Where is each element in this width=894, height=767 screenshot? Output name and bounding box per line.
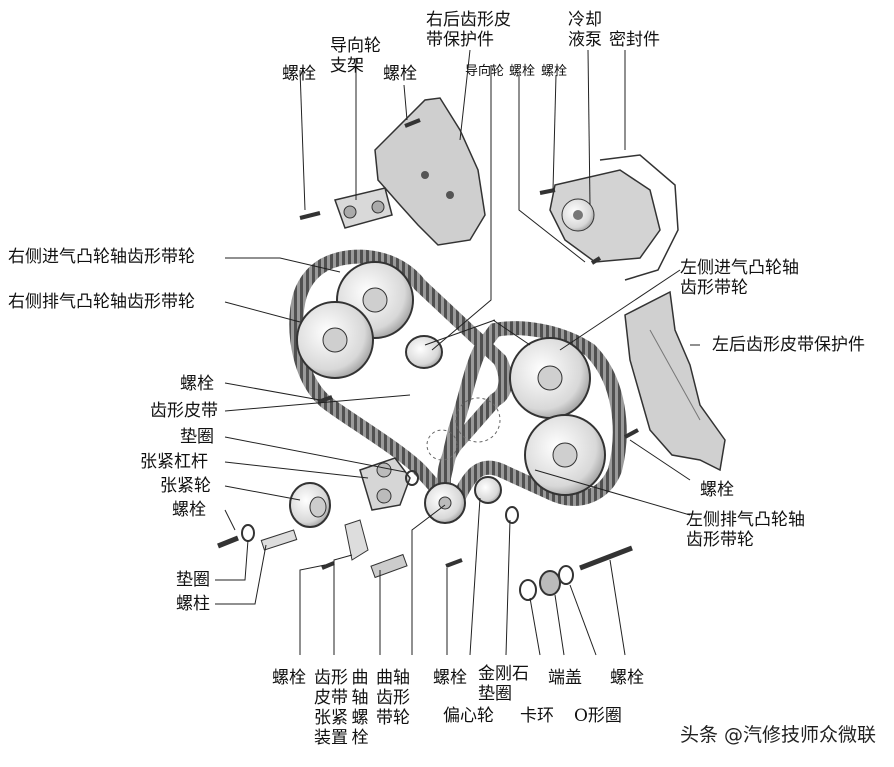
label-tension-lever: 张紧杠杆 xyxy=(140,452,208,472)
label-bolt-top: 螺栓 xyxy=(383,64,417,84)
label-bolt-top-left: 螺栓 xyxy=(282,64,316,84)
left-exhaust-sprocket xyxy=(524,414,606,496)
label-bolt-tensioner: 螺栓 xyxy=(172,500,206,520)
label-right-exhaust-sprocket: 右侧排气凸轮轴齿形带轮 xyxy=(8,292,195,312)
label-coolant-pump: 冷却液泵 xyxy=(568,10,602,50)
label-bolt-bottom-1: 螺栓 xyxy=(272,668,306,688)
label-washer-upper: 垫圈 xyxy=(180,427,214,447)
label-eccentric: 偏心轮 xyxy=(443,706,494,726)
label-bolt-bottom-2: 螺栓 xyxy=(433,668,467,688)
seal xyxy=(599,154,679,281)
label-right-rear-cover: 右后齿形皮带保护件 xyxy=(426,10,511,50)
left-rear-belt-cover xyxy=(624,290,726,472)
eccentric-pulley xyxy=(474,476,502,504)
left-intake-sprocket xyxy=(509,337,591,419)
label-crank-sprocket: 曲轴齿形带轮 xyxy=(376,668,410,728)
label-idler-bracket: 导向轮支架 xyxy=(330,36,381,76)
label-bolt-left: 螺栓 xyxy=(180,374,214,394)
label-washer-lower: 垫圈 xyxy=(176,570,210,590)
label-right-intake-sprocket: 右侧进气凸轮轴齿形带轮 xyxy=(8,247,195,267)
right-exhaust-sprocket xyxy=(296,301,374,379)
coolant-pump xyxy=(549,169,661,263)
right-rear-belt-cover xyxy=(374,97,486,246)
alignment-mark xyxy=(455,397,501,443)
label-o-ring: O形圈 xyxy=(574,706,622,726)
watermark: 头条 @汽修技师众微联 xyxy=(679,724,876,746)
idler-bracket xyxy=(334,187,393,229)
tensioner-pulley xyxy=(289,482,331,528)
label-seal: 密封件 xyxy=(609,30,660,50)
label-left-exhaust-sprocket: 左侧排气凸轮轴齿形带轮 xyxy=(686,510,805,550)
label-stud: 螺柱 xyxy=(176,594,210,614)
label-belt-tension-device: 齿形皮带张紧装置 xyxy=(314,668,348,748)
label-left-rear-cover: 左后齿形皮带保护件 xyxy=(712,335,865,355)
label-bolt-small-2: 螺栓 xyxy=(541,64,568,79)
label-diamond-washer: 金刚石垫圈 xyxy=(478,664,529,704)
tensioning-lever xyxy=(359,457,411,511)
crankshaft-sprocket xyxy=(424,482,466,524)
label-bolt-bottom-3: 螺栓 xyxy=(610,668,644,688)
toothed-belt xyxy=(289,249,627,510)
idler-pulley xyxy=(405,335,443,369)
label-end-cap: 端盖 xyxy=(548,668,582,688)
label-bolt-small-1: 螺栓 xyxy=(509,64,536,79)
label-crank-bolt-a: 曲轴螺栓 xyxy=(351,668,369,748)
label-bolt-right: 螺栓 xyxy=(700,480,734,500)
label-idler: 导向轮 xyxy=(465,64,505,79)
alignment-mark xyxy=(426,429,458,461)
leader-lines xyxy=(215,49,700,656)
label-circlip: 卡环 xyxy=(520,706,554,726)
label-left-intake-sprocket: 左侧进气凸轮轴齿形带轮 xyxy=(680,258,799,298)
label-tensioner: 张紧轮 xyxy=(160,476,211,496)
label-toothed-belt: 齿形皮带 xyxy=(150,401,218,421)
